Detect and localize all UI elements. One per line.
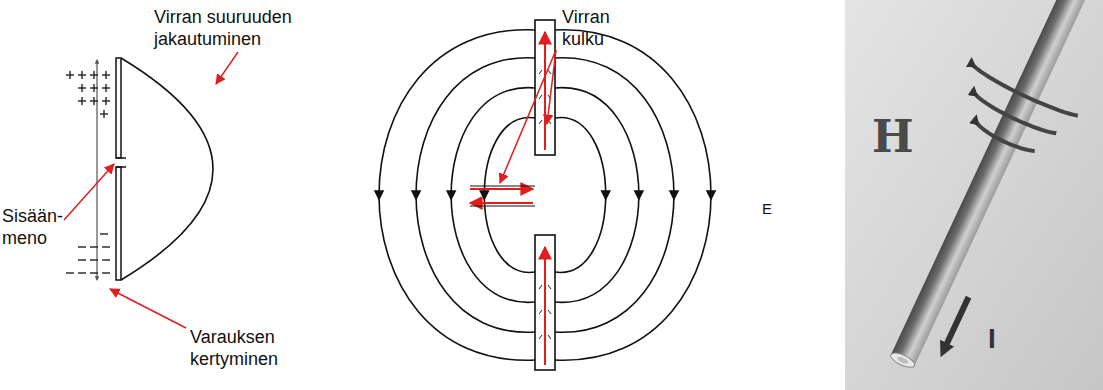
field-arrow: [707, 191, 715, 199]
minus-charge: [102, 259, 110, 260]
h-field-arc: [968, 61, 1080, 120]
minus-charge: [102, 272, 110, 273]
dipole-current: [66, 58, 213, 280]
plus-charge: [105, 97, 106, 105]
field-arrow: [670, 191, 678, 199]
leader-lines: [64, 50, 556, 328]
minus-charge: [100, 233, 108, 234]
field-arrow: [602, 191, 610, 199]
field-line: [555, 118, 606, 273]
field-line: [379, 30, 535, 360]
field-line: [451, 88, 535, 303]
plus-charge: [81, 97, 82, 105]
minus-charge: [102, 246, 110, 247]
field-line: [484, 118, 535, 273]
field-arrow: [447, 191, 455, 199]
field-arrow: [480, 191, 488, 199]
callout-label: Sisään- meno: [2, 205, 72, 249]
minus-charge: [66, 272, 74, 273]
minus-charge: [90, 246, 98, 247]
plus-charge: [69, 71, 70, 79]
current-chevron: [539, 285, 551, 289]
minus-charge: [78, 272, 86, 273]
field-arrow: [375, 191, 383, 199]
minus-charge: [78, 246, 86, 247]
h-field-arc: [970, 90, 1058, 138]
field-symbol: E: [762, 200, 782, 218]
plus-charge: [103, 110, 104, 118]
plus-charge: [93, 97, 94, 105]
current-symbol: I: [988, 322, 1018, 356]
plus-charge: [93, 71, 94, 79]
magnetic-field-panel: [843, 0, 1103, 390]
field-line: [555, 30, 711, 360]
field-arrow: [635, 191, 643, 199]
field-line: [555, 88, 639, 303]
field-arrow: [412, 191, 420, 199]
plus-charge: [81, 71, 82, 79]
callout-label: Virran kulku: [562, 6, 652, 50]
callout-label: Virran suuruuden jakautuminen: [154, 6, 349, 50]
plus-charge: [81, 84, 82, 92]
minus-charge: [90, 272, 98, 273]
current-chevron: [539, 335, 551, 339]
minus-charge: [78, 259, 86, 260]
dipole-arms: [470, 20, 555, 370]
current-chevron: [539, 310, 551, 314]
field-symbol: H: [872, 110, 922, 163]
callout-label: Varauksen kertyminen: [190, 326, 302, 370]
current-chevron: [539, 120, 551, 124]
field-line: [555, 58, 674, 332]
current-chevron: [539, 95, 551, 99]
minus-charge: [90, 259, 98, 260]
plus-charge: [105, 71, 106, 79]
plus-charge: [93, 84, 94, 92]
plus-charge: [105, 84, 106, 92]
field-line: [416, 58, 535, 332]
current-chevron: [539, 70, 551, 74]
